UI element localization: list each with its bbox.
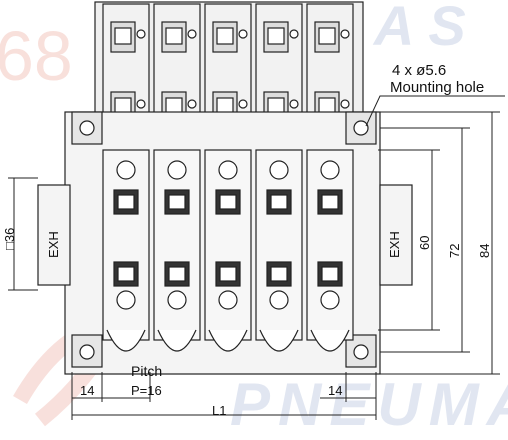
callout-hole-spec: 4 x ø5.6 bbox=[392, 62, 447, 79]
height-60-dimension: 60 bbox=[417, 235, 432, 250]
pitch-dimension: P=16 bbox=[131, 383, 162, 398]
mounting-hole-icon bbox=[353, 344, 369, 360]
valve-station bbox=[153, 149, 201, 352]
watermark-text-bottom: PNEUMAT bbox=[230, 371, 508, 438]
mounting-hole-icon bbox=[353, 120, 369, 136]
mounting-hole-icon bbox=[79, 344, 95, 360]
callout-hole-label: Mounting hole bbox=[390, 79, 485, 96]
valve-station bbox=[102, 149, 150, 352]
mounting-hole-icon bbox=[79, 120, 95, 136]
exh-label-left: EXH bbox=[46, 231, 61, 258]
exh-label-right: EXH bbox=[387, 231, 402, 258]
pitch-label: Pitch bbox=[131, 363, 163, 379]
base-plate bbox=[37, 111, 413, 375]
dimension-lines bbox=[8, 95, 505, 420]
right-end-dimension: 14 bbox=[328, 383, 343, 398]
exh-port-right bbox=[379, 184, 413, 286]
exh-port-left bbox=[37, 184, 71, 286]
valve-station bbox=[204, 149, 252, 352]
valve-station bbox=[255, 149, 303, 352]
height-84-dimension: 84 bbox=[477, 243, 492, 258]
left-end-dimension: 14 bbox=[80, 383, 95, 398]
overall-length-dimension: L1 bbox=[212, 403, 227, 418]
watermark-text-left: 68 bbox=[0, 17, 73, 95]
valve-station bbox=[306, 149, 354, 352]
rail-width-dimension: □36 bbox=[2, 227, 17, 250]
height-72-dimension: 72 bbox=[447, 243, 462, 258]
